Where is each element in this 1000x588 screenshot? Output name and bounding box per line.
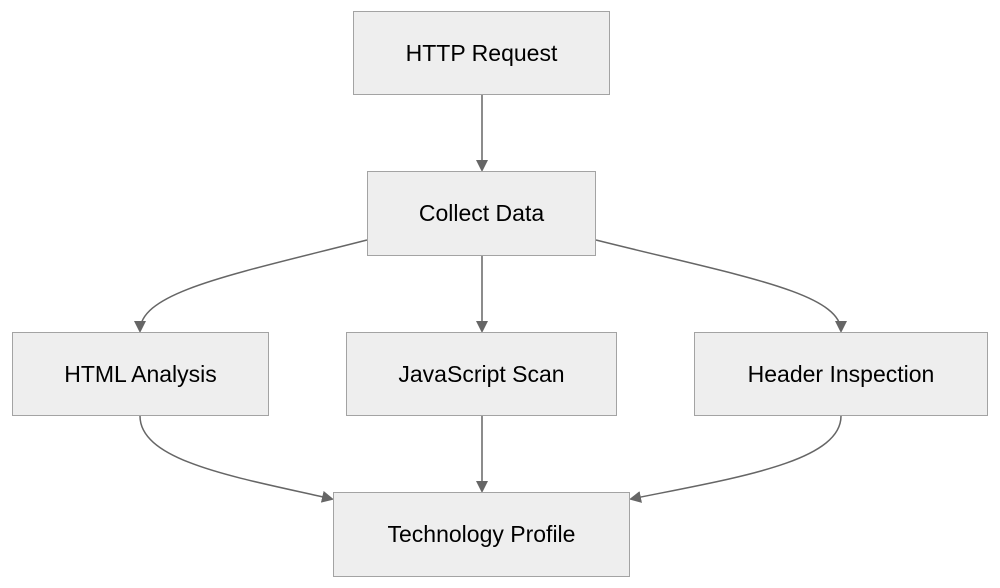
node-label: HTTP Request — [405, 39, 558, 66]
edge-html-to-profile — [139, 415, 334, 503]
node-http-request: HTTP Request — [353, 11, 610, 95]
edge-collect-to-header — [595, 239, 847, 333]
node-label: JavaScript Scan — [398, 360, 565, 387]
node-label: Collect Data — [418, 200, 545, 226]
node-collect-data: Collect Data — [367, 171, 596, 256]
node-label: Header Inspection — [747, 360, 935, 387]
node-html-analysis: HTML Analysis — [12, 332, 269, 416]
node-header-inspection: Header Inspection — [694, 332, 988, 416]
node-javascript-scan: JavaScript Scan — [346, 332, 617, 416]
node-technology-profile: Technology Profile — [333, 492, 630, 577]
edge-collect-to-html — [134, 239, 368, 333]
node-label: HTML Analysis — [64, 360, 217, 387]
edge-header-to-profile — [629, 415, 842, 503]
node-label: Technology Profile — [387, 521, 576, 547]
